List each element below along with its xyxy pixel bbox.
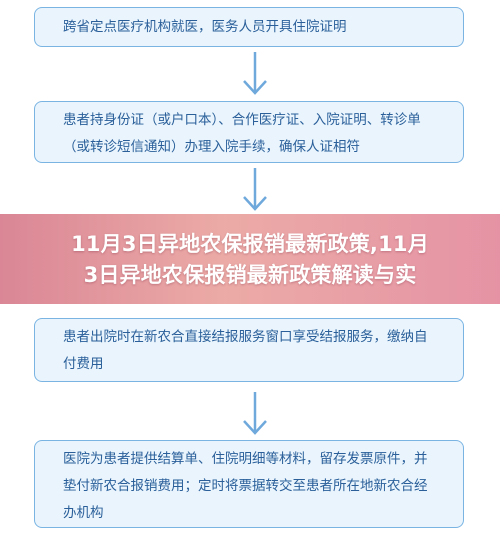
flow-step-3-text: 患者出院时在新农合直接结报服务窗口享受结报服务，缴纳自付费用	[63, 329, 428, 372]
banner-title: 11月3日异地农保报销最新政策,11月 3日异地农保报销最新政策解读与实	[0, 229, 500, 291]
banner-title-line-1: 11月3日异地农保报销最新政策,11月	[71, 232, 429, 256]
flow-step-4-text: 医院为患者提供结算单、住院明细等材料，留存发票原件，并垫付新农合报销费用；定时将…	[63, 451, 428, 521]
down-arrow-icon	[243, 392, 267, 435]
flow-step-2: 患者持身份证（或户口本）、合作医疗证、入院证明、转诊单（或转诊短信通知）办理入院…	[34, 101, 464, 163]
down-arrow-icon	[243, 52, 267, 95]
title-banner: 11月3日异地农保报销最新政策,11月 3日异地农保报销最新政策解读与实	[0, 214, 500, 304]
down-arrow-icon	[243, 168, 267, 211]
flow-step-1-text: 跨省定点医疗机构就医，医务人员开具住院证明	[63, 19, 347, 35]
flow-step-1: 跨省定点医疗机构就医，医务人员开具住院证明	[34, 7, 464, 47]
flow-step-3: 患者出院时在新农合直接结报服务窗口享受结报服务，缴纳自付费用	[34, 318, 464, 382]
flow-step-4: 医院为患者提供结算单、住院明细等材料，留存发票原件，并垫付新农合报销费用；定时将…	[34, 440, 464, 528]
flow-step-2-text: 患者持身份证（或户口本）、合作医疗证、入院证明、转诊单（或转诊短信通知）办理入院…	[63, 112, 421, 155]
banner-title-line-2: 3日异地农保报销最新政策解读与实	[83, 263, 417, 287]
